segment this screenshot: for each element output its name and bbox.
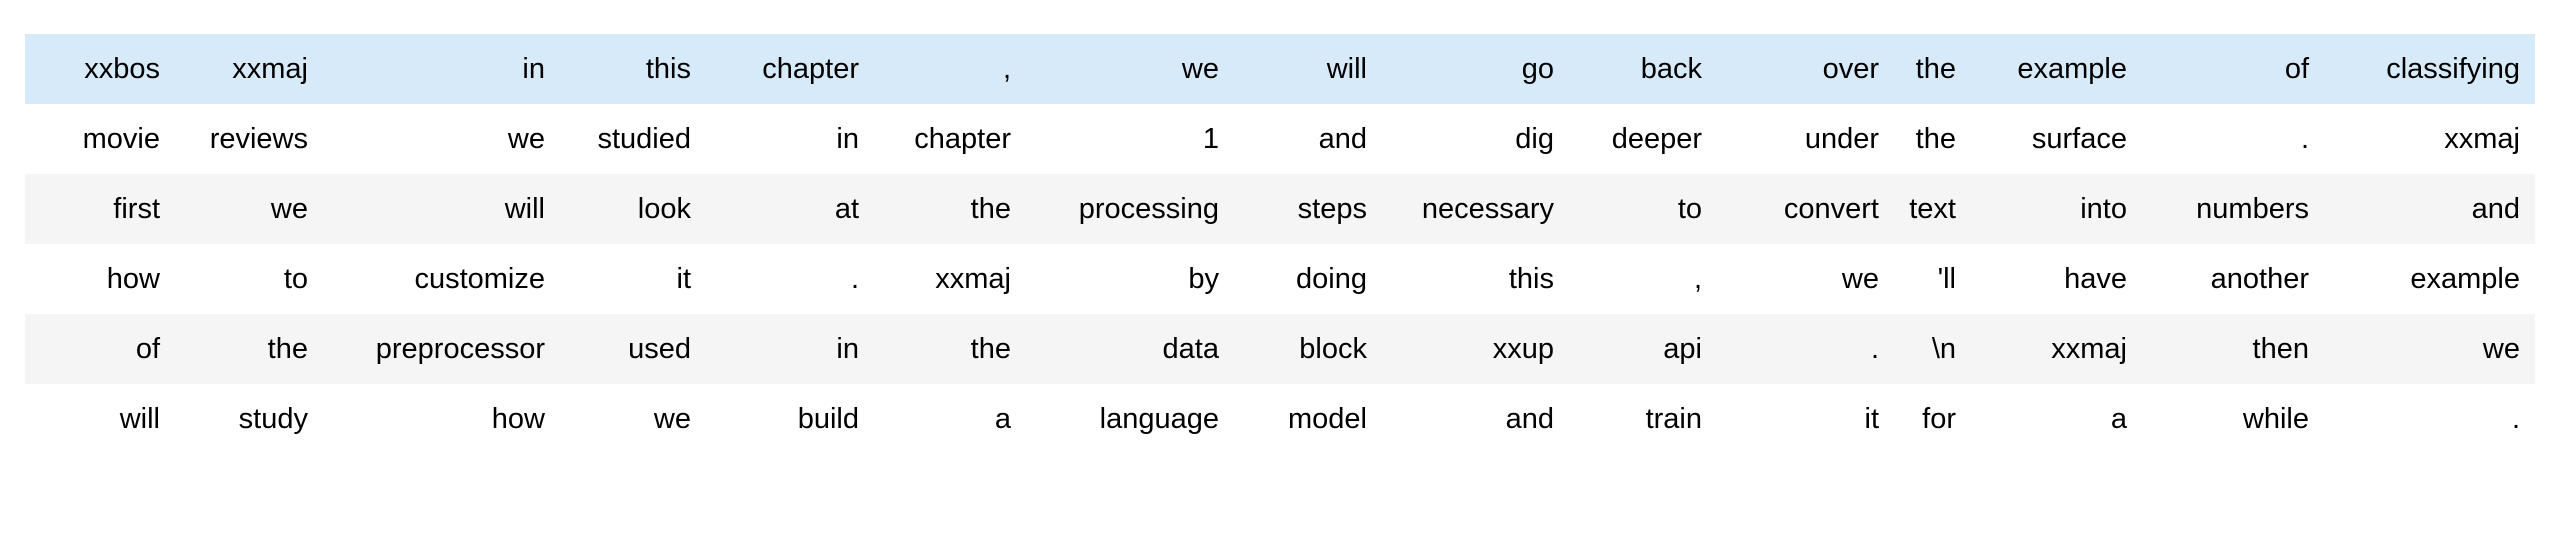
token-cell: a <box>2110 403 2127 435</box>
token-cell: used <box>560 314 706 384</box>
token-cell: surface <box>2031 123 2127 155</box>
token-cell: to <box>283 263 308 295</box>
token-cell: preprocessor <box>323 314 560 384</box>
token-cell: classifying <box>2324 34 2535 104</box>
token-cell: and <box>1505 403 1554 435</box>
token-cell: reviews <box>209 123 308 155</box>
token-cell: the <box>1894 34 1971 104</box>
token-cell: in <box>836 123 859 155</box>
token-cell: example <box>1971 34 2142 104</box>
token-cell: processing <box>1026 174 1234 244</box>
token-cell: convert <box>1717 174 1894 244</box>
token-cell: in <box>323 34 560 104</box>
token-cell: to <box>1569 174 1717 244</box>
token-cell: . <box>2300 123 2309 155</box>
token-cell: . <box>2511 403 2520 435</box>
token-cell: first <box>25 174 175 244</box>
token-cell: for <box>1922 403 1956 435</box>
token-cell: data <box>1026 314 1234 384</box>
token-cell: and <box>2324 174 2535 244</box>
token-cell: xxmaj <box>1971 314 2142 384</box>
token-cell: and <box>1318 123 1367 155</box>
token-cell: steps <box>1234 174 1382 244</box>
token-cell: while <box>2242 403 2309 435</box>
token-cell: into <box>1971 174 2142 244</box>
token-cell: numbers <box>2142 174 2324 244</box>
token-cell: we <box>653 403 691 435</box>
token-cell: studied <box>597 123 691 155</box>
token-cell: 'll <box>1937 263 1956 295</box>
token-cell: xxup <box>1382 314 1569 384</box>
token-cell: api <box>1569 314 1717 384</box>
token-cell: we <box>1026 34 1234 104</box>
token-cell: dig <box>1515 123 1554 155</box>
token-cell: will <box>1234 34 1382 104</box>
token-cell: movie <box>82 123 160 155</box>
token-cell: xxmaj <box>2444 123 2520 155</box>
token-cell: will <box>323 174 560 244</box>
token-cell: build <box>797 403 859 435</box>
token-cell: in <box>706 314 874 384</box>
token-cell: block <box>1234 314 1382 384</box>
token-cell: we <box>2324 314 2535 384</box>
token-cell: the <box>175 314 323 384</box>
token-cell: , <box>1693 263 1702 295</box>
token-row: will study how we build a language model and trai… <box>25 384 2535 454</box>
token-cell: , <box>874 34 1026 104</box>
token-cell: train <box>1645 403 1702 435</box>
token-cell: the <box>874 314 1026 384</box>
token-cell: over <box>1717 34 1894 104</box>
token-cell: xxbos <box>25 34 175 104</box>
token-cell: we <box>507 123 545 155</box>
token-cell: it <box>676 263 692 295</box>
token-cell: study <box>238 403 308 435</box>
token-cell: chapter <box>706 34 874 104</box>
token-cell: the <box>874 174 1026 244</box>
token-cell: text <box>1894 174 1971 244</box>
token-cell: back <box>1569 34 1717 104</box>
token-cell: we <box>175 174 323 244</box>
token-cell: chapter <box>914 123 1011 155</box>
token-cell: the <box>1915 123 1956 155</box>
token-cell: of <box>25 314 175 384</box>
token-cell: another <box>2210 263 2309 295</box>
token-cell: a <box>994 403 1011 435</box>
token-cell: example <box>2410 263 2520 295</box>
token-cell: how <box>491 403 545 435</box>
token-cell: at <box>706 174 874 244</box>
token-cell: will <box>119 403 160 435</box>
token-cell: how <box>106 263 160 295</box>
token-cell: 1 <box>1202 123 1219 155</box>
token-row: movie reviews we studied in chapter 1 and dig dee… <box>25 104 2535 174</box>
token-cell: go <box>1382 34 1569 104</box>
token-cell: language <box>1099 403 1219 435</box>
token-cell: xxmaj <box>175 34 323 104</box>
token-cell: customize <box>414 263 545 295</box>
token-cell: by <box>1188 263 1219 295</box>
token-cell: . <box>1717 314 1894 384</box>
token-cell: \n <box>1894 314 1971 384</box>
token-cell: of <box>2142 34 2324 104</box>
token-cell: xxmaj <box>935 263 1011 295</box>
token-cell: model <box>1288 403 1367 435</box>
token-cell: then <box>2142 314 2324 384</box>
token-cell: . <box>850 263 859 295</box>
token-cell: necessary <box>1382 174 1569 244</box>
token-cell: doing <box>1296 263 1367 295</box>
token-row: how to customize it. xxmaj by doing this, we 'll h… <box>25 244 2535 314</box>
token-cell: we <box>1841 263 1879 295</box>
token-cell: have <box>2064 263 2127 295</box>
token-cell: look <box>560 174 706 244</box>
token-cell: under <box>1804 123 1879 155</box>
token-cell: it <box>1864 403 1880 435</box>
token-cell: this <box>1508 263 1554 295</box>
token-cell: this <box>560 34 706 104</box>
token-cell: deeper <box>1611 123 1702 155</box>
